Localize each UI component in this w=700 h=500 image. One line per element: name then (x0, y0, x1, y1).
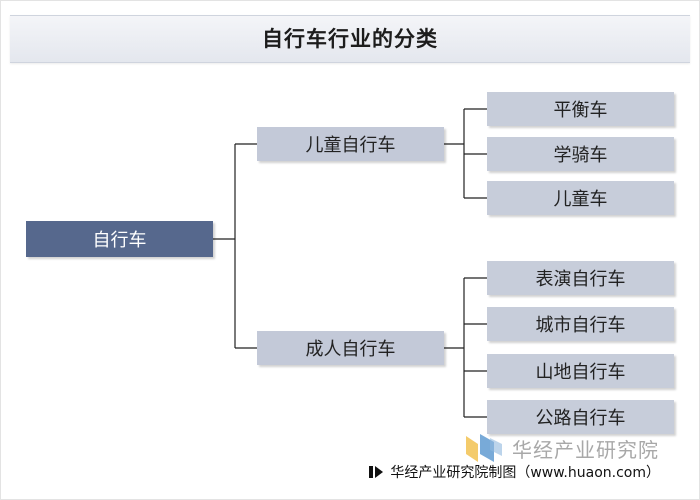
leaf-node-label: 公路自行车 (535, 408, 626, 429)
branch-node-children-bike: 儿童自行车 (257, 127, 444, 161)
branch-node-label: 儿童自行车 (305, 135, 396, 156)
leaf-node-label: 表演自行车 (535, 269, 626, 290)
watermark: 华经产业研究院 (464, 432, 659, 464)
leaf-node: 学骑车 (487, 137, 674, 171)
diagram-title: 自行车行业的分类 (262, 27, 438, 51)
branch-node-label: 成人自行车 (305, 339, 396, 360)
leaf-node-label: 城市自行车 (535, 315, 626, 336)
leaf-node: 平衡车 (487, 92, 674, 126)
leaf-node: 山地自行车 (487, 354, 674, 388)
root-node-label: 自行车 (92, 230, 147, 251)
watermark-text: 华经产业研究院 (512, 437, 659, 462)
leaf-node-label: 儿童车 (553, 189, 608, 210)
branch-node-adult-bike: 成人自行车 (257, 331, 444, 365)
leaf-node-label: 学骑车 (553, 145, 608, 166)
leaf-node: 城市自行车 (487, 307, 674, 341)
root-node: 自行车 (26, 221, 213, 257)
leaf-node: 儿童车 (487, 181, 674, 215)
leaf-node: 公路自行车 (487, 400, 674, 434)
source-footer: 华经产业研究院制图（www.huaon.com） (10, 458, 690, 486)
title-bar: 自行车行业的分类 (10, 15, 690, 63)
leaf-node-label: 平衡车 (553, 100, 608, 121)
source-text: 华经产业研究院制图（www.huaon.com） (390, 465, 660, 481)
leaf-node-label: 山地自行车 (535, 362, 626, 383)
leaf-node: 表演自行车 (487, 261, 674, 295)
watermark-logo-icon (466, 434, 502, 462)
source-logo-icon (369, 466, 384, 478)
